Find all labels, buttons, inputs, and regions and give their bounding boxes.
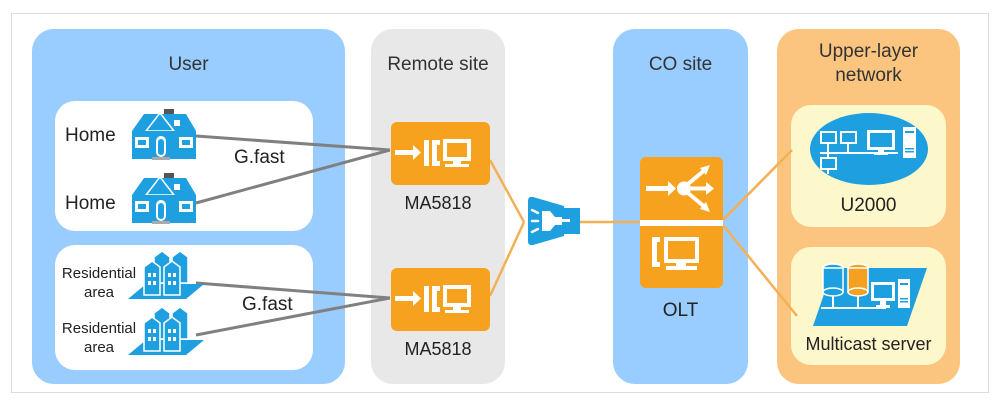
optical-splitter-icon[interactable]	[524, 195, 582, 247]
olt-label: OLT	[662, 300, 699, 321]
zone-user-title: User	[168, 54, 209, 75]
msan-icon	[395, 139, 471, 167]
residential-label-1-line2: area	[83, 284, 115, 301]
residential-label-2-line1: Residential	[61, 320, 137, 337]
residential-label-2-line2: area	[83, 339, 115, 356]
ma5818-device-1[interactable]	[391, 122, 490, 185]
gfast-link-area-2	[195, 296, 391, 337]
buildings-icon	[128, 250, 204, 299]
gfast-link-area-1	[195, 281, 391, 300]
network-management-icon[interactable]	[808, 112, 930, 187]
house-icon	[132, 109, 196, 160]
multicast-server-label: Multicast server	[805, 334, 932, 354]
zone-upper-title-line1: Upper-layer	[818, 41, 919, 62]
ma5818-label-1: MA5818	[404, 193, 472, 213]
residential-label-2: Residential area	[58, 319, 140, 357]
zone-co-site-title: CO site	[648, 54, 713, 75]
home-label-1: Home	[65, 125, 116, 146]
buildings-icon	[128, 306, 204, 355]
diagram-frame	[11, 13, 989, 393]
u2000-label: U2000	[840, 195, 897, 216]
gfast-link-home-1	[195, 134, 391, 152]
fiber-link-olt-multicast	[722, 224, 798, 317]
residential-label-1-line1: Residential	[61, 265, 137, 282]
fiber-link-ma5818-1	[488, 159, 526, 223]
zone-remote-site-title: Remote site	[387, 54, 489, 75]
olt-device[interactable]	[640, 157, 723, 288]
house-icon	[132, 173, 196, 224]
zone-upper-title-line2: network	[835, 65, 902, 86]
home-label-2: Home	[65, 193, 116, 214]
gfast-label-bottom: G.fast	[242, 294, 293, 315]
msan-icon	[395, 285, 471, 313]
fiber-link-ma5818-2	[488, 221, 526, 297]
olt-icon	[640, 165, 723, 270]
gfast-label-top: G.fast	[234, 147, 285, 168]
gfast-link-home-2	[195, 148, 391, 205]
ma5818-label-2: MA5818	[404, 339, 472, 359]
multicast-server-icon[interactable]	[811, 262, 929, 328]
ma5818-device-2[interactable]	[391, 268, 490, 331]
fiber-link-olt-u2000	[722, 149, 793, 221]
residential-label-1: Residential area	[58, 264, 140, 302]
